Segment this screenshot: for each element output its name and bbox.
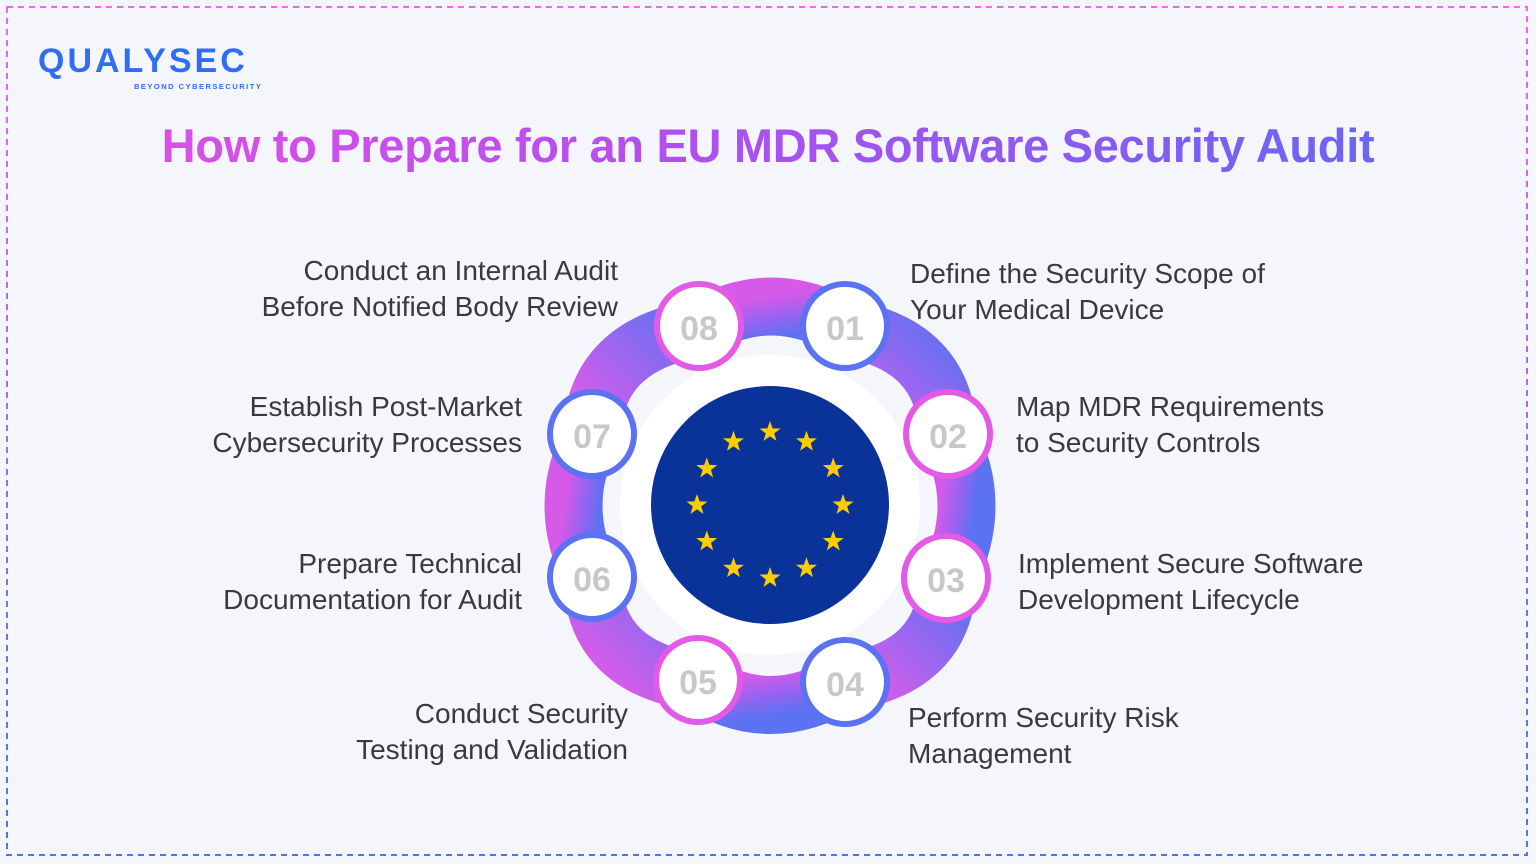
- step-node-03: 03: [901, 533, 991, 623]
- step-label-03: Implement Secure Software Development Li…: [1018, 546, 1364, 618]
- step-number-05: 05: [679, 664, 717, 702]
- logo-tagline: BEYOND CYBERSECURITY: [134, 82, 263, 91]
- step-03-line-1: Implement Secure Software: [1018, 548, 1364, 579]
- step-04-line-1: Perform Security Risk: [908, 702, 1179, 733]
- step-number-03: 03: [927, 562, 965, 600]
- logo-wordmark: QUALYSEC: [38, 42, 248, 80]
- eu-star-icon: [696, 530, 718, 551]
- eu-star-icon: [696, 457, 718, 478]
- step-label-02: Map MDR Requirements to Security Control…: [1016, 389, 1324, 461]
- step-label-01: Define the Security Scope of Your Medica…: [910, 256, 1265, 328]
- step-03-line-2: Development Lifecycle: [1018, 584, 1300, 615]
- step-06-line-2: Documentation for Audit: [223, 584, 522, 615]
- step-node-06: 06: [547, 532, 637, 622]
- step-06-line-1: Prepare Technical: [298, 548, 522, 579]
- step-08-line-1: Conduct an Internal Audit: [303, 255, 618, 286]
- step-label-08: Conduct an Internal Audit Before Notifie…: [262, 253, 618, 325]
- step-08-line-2: Before Notified Body Review: [261, 291, 618, 322]
- step-number-02: 02: [929, 418, 967, 456]
- eu-star-icon: [832, 494, 854, 514]
- step-02-line-2: to Security Controls: [1016, 427, 1261, 458]
- step-01-line-2: Your Medical Device: [910, 294, 1165, 325]
- eu-flag-icon: [651, 386, 889, 624]
- eu-star-icon: [723, 557, 744, 578]
- step-07-line-2: Cybersecurity Processes: [212, 427, 522, 458]
- step-label-06: Prepare Technical Documentation for Audi…: [223, 546, 522, 618]
- step-node-02: 02: [903, 389, 993, 479]
- page-title: How to Prepare for an EU MDR Software Se…: [0, 118, 1536, 173]
- step-number-08: 08: [680, 310, 718, 348]
- eu-star-icon: [686, 494, 708, 514]
- step-05-line-1: Conduct Security: [414, 698, 628, 729]
- step-node-04: 04: [800, 637, 890, 727]
- step-node-01: 01: [800, 281, 890, 371]
- step-node-07: 07: [547, 389, 637, 479]
- step-07-line-1: Establish Post-Market: [249, 391, 522, 422]
- step-number-04: 04: [826, 666, 864, 704]
- step-02-line-1: Map MDR Requirements: [1016, 391, 1325, 422]
- step-01-line-1: Define the Security Scope of: [910, 258, 1265, 289]
- step-label-04: Perform Security Risk Management: [908, 700, 1179, 772]
- step-label-05: Conduct Security Testing and Validation: [356, 696, 628, 768]
- step-number-07: 07: [573, 418, 611, 456]
- step-node-08: 08: [654, 281, 744, 371]
- eu-star-icon: [796, 557, 817, 578]
- eu-star-icon: [822, 530, 844, 551]
- step-number-01: 01: [826, 310, 864, 348]
- eu-star-icon: [759, 421, 781, 441]
- step-node-05: 05: [653, 635, 743, 725]
- step-label-07: Establish Post-Market Cybersecurity Proc…: [212, 389, 522, 461]
- eu-star-icon: [759, 567, 781, 587]
- eu-star-icon: [822, 457, 844, 478]
- eu-star-icon: [796, 430, 817, 451]
- step-04-line-2: Management: [908, 738, 1072, 769]
- eu-star-icon: [723, 430, 744, 451]
- step-05-line-2: Testing and Validation: [356, 734, 628, 765]
- step-number-06: 06: [573, 561, 611, 599]
- qualysec-logo: QUALYSEC BEYOND CYBERSECURITY: [38, 40, 268, 96]
